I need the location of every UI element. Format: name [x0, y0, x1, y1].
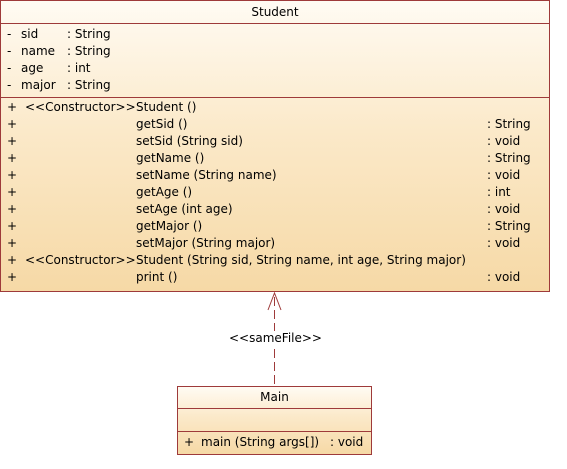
method-signature: getName () — [136, 151, 205, 165]
method-row[interactable]: + getSid () : String — [1, 116, 549, 133]
method-visibility: + — [7, 253, 18, 267]
method-row[interactable]: + <<Constructor>> Student (String sid, S… — [1, 252, 549, 269]
method-visibility: + — [184, 435, 195, 449]
method-row[interactable]: + <<Constructor>> Student () — [1, 99, 549, 116]
class-name-main: Main — [260, 390, 289, 404]
method-return-type: : String — [487, 117, 531, 131]
method-stereotype: <<Constructor>> — [25, 253, 136, 267]
method-row[interactable]: + setAge (int age) : void — [1, 201, 549, 218]
student-class[interactable]: Student - sid : String - name : String -… — [0, 0, 550, 292]
method-visibility: + — [7, 168, 18, 182]
method-visibility: + — [7, 236, 18, 250]
method-visibility: + — [7, 185, 18, 199]
method-visibility: + — [7, 202, 18, 216]
class-name-student: Student — [251, 5, 299, 19]
method-visibility: + — [7, 117, 18, 131]
dependency-arrowhead — [267, 291, 282, 311]
attribute-type: : String — [67, 27, 111, 41]
attribute-name: age — [21, 61, 44, 75]
method-row[interactable]: + setMajor (String major) : void — [1, 235, 549, 252]
attribute-row[interactable]: - age : int — [1, 60, 549, 77]
attribute-type: : int — [67, 61, 91, 75]
attribute-visibility: - — [7, 61, 12, 75]
method-return-type: : String — [487, 219, 531, 233]
method-return-type: : void — [487, 236, 521, 250]
method-return-type: : void — [487, 134, 521, 148]
attribute-name: sid — [21, 27, 39, 41]
method-signature: getAge () — [136, 185, 193, 199]
attribute-row[interactable]: - sid : String — [1, 26, 549, 43]
name-separator — [1, 23, 549, 24]
method-signature: setSid (String sid) — [136, 134, 243, 148]
attribute-type: : String — [67, 78, 111, 92]
method-signature: setAge (int age) — [136, 202, 233, 216]
method-row[interactable]: + getMajor () : String — [1, 218, 549, 235]
method-signature: setMajor (String major) — [136, 236, 276, 250]
method-signature: getSid () — [136, 117, 188, 131]
method-row[interactable]: + print () : void — [1, 269, 549, 286]
main-class[interactable]: Main + main (String args[]) : void — [177, 386, 372, 455]
method-row[interactable]: + getName () : String — [1, 150, 549, 167]
dependency-stereotype-label: <<sameFile>> — [229, 331, 322, 346]
attribute-row[interactable]: - name : String — [1, 43, 549, 60]
method-return-type: : void — [487, 168, 521, 182]
method-return-type: : void — [487, 202, 521, 216]
method-row[interactable]: + getAge () : int — [1, 184, 549, 201]
method-signature: Student (String sid, String name, int ag… — [136, 253, 466, 267]
method-signature: setName (String name) — [136, 168, 277, 182]
attribute-name: name — [21, 44, 56, 58]
attribute-visibility: - — [7, 78, 12, 92]
method-signature: getMajor () — [136, 219, 203, 233]
name-separator — [178, 408, 371, 409]
method-signature: Student () — [136, 100, 197, 114]
method-row[interactable]: + main (String args[]) : void — [178, 434, 371, 451]
method-signature: main (String args[]) — [201, 435, 320, 449]
method-visibility: + — [7, 151, 18, 165]
attribute-visibility: - — [7, 44, 12, 58]
method-visibility: + — [7, 219, 18, 233]
attribute-separator — [1, 97, 549, 98]
method-signature: print () — [136, 270, 178, 284]
attribute-row[interactable]: - major : String — [1, 77, 549, 94]
attribute-name: major — [21, 78, 56, 92]
method-visibility: + — [7, 100, 18, 114]
method-stereotype: <<Constructor>> — [25, 100, 136, 114]
method-visibility: + — [7, 270, 18, 284]
method-return-type: : String — [487, 151, 531, 165]
method-row[interactable]: + setName (String name) : void — [1, 167, 549, 184]
attribute-separator — [178, 431, 371, 432]
method-return-type: : int — [487, 185, 511, 199]
method-return-type: : void — [487, 270, 521, 284]
attribute-type: : String — [67, 44, 111, 58]
method-return-type: : void — [330, 435, 364, 449]
attribute-visibility: - — [7, 27, 12, 41]
method-visibility: + — [7, 134, 18, 148]
method-row[interactable]: + setSid (String sid) : void — [1, 133, 549, 150]
